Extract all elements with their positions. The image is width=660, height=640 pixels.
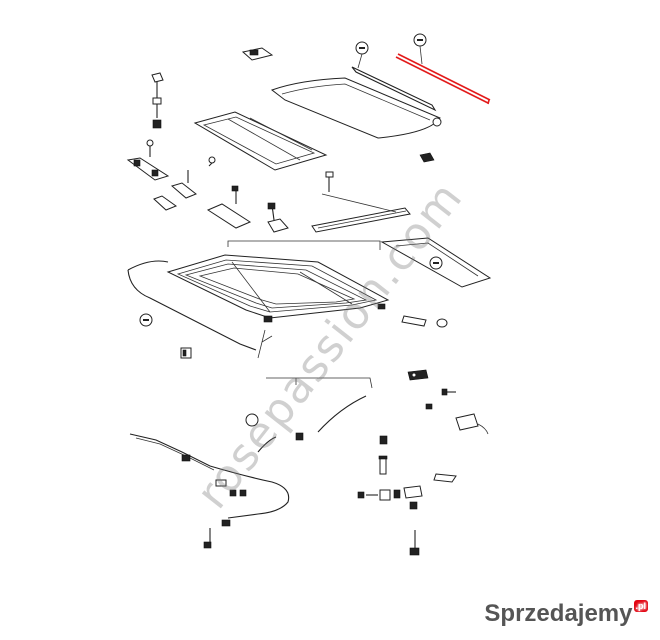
- roof-rail: [351, 66, 437, 112]
- guide-rod: [257, 436, 277, 453]
- callout-marker: [355, 41, 369, 55]
- sunroof-frame-assembly: [127, 254, 390, 351]
- latch-block: [180, 347, 192, 359]
- screw: [208, 156, 216, 167]
- bracket-small: [153, 195, 178, 211]
- brand-name: Sprzedajemy: [484, 600, 633, 627]
- drive-cable-assembly: [129, 433, 290, 549]
- highlighted-seal-strip: [395, 53, 491, 105]
- screw: [409, 530, 420, 556]
- screw: [239, 489, 247, 497]
- callout-marker: [429, 256, 443, 270]
- connector-part: [407, 369, 429, 381]
- guide-bracket: [206, 185, 252, 229]
- glass-frame: [193, 111, 328, 171]
- seal-rail: [311, 193, 411, 233]
- screw: [146, 139, 154, 157]
- ball-joint: [245, 413, 259, 427]
- screw: [379, 435, 388, 445]
- roof-clip-part: [241, 47, 274, 61]
- clip-part: [267, 202, 289, 233]
- fastener-row: [357, 485, 423, 510]
- bolt: [378, 455, 388, 475]
- guide-rod: [317, 395, 367, 433]
- screw: [425, 403, 433, 410]
- callout-marker: [413, 33, 427, 47]
- bolt-stack: [151, 72, 164, 129]
- bolt: [295, 432, 304, 441]
- connector-part: [433, 473, 457, 483]
- motor-housing: [455, 413, 489, 435]
- mounting-bracket: [126, 157, 170, 181]
- roof-panel: [270, 77, 442, 139]
- bracket-small: [170, 170, 197, 199]
- brand-logo[interactable]: Sprzedajemy.pl: [484, 600, 648, 628]
- screw: [325, 171, 334, 192]
- callout-marker: [139, 313, 153, 327]
- latch-clip: [419, 152, 435, 163]
- brand-suffix-badge: .pl: [633, 600, 648, 612]
- screw: [441, 388, 456, 396]
- cylinder-part: [401, 315, 448, 328]
